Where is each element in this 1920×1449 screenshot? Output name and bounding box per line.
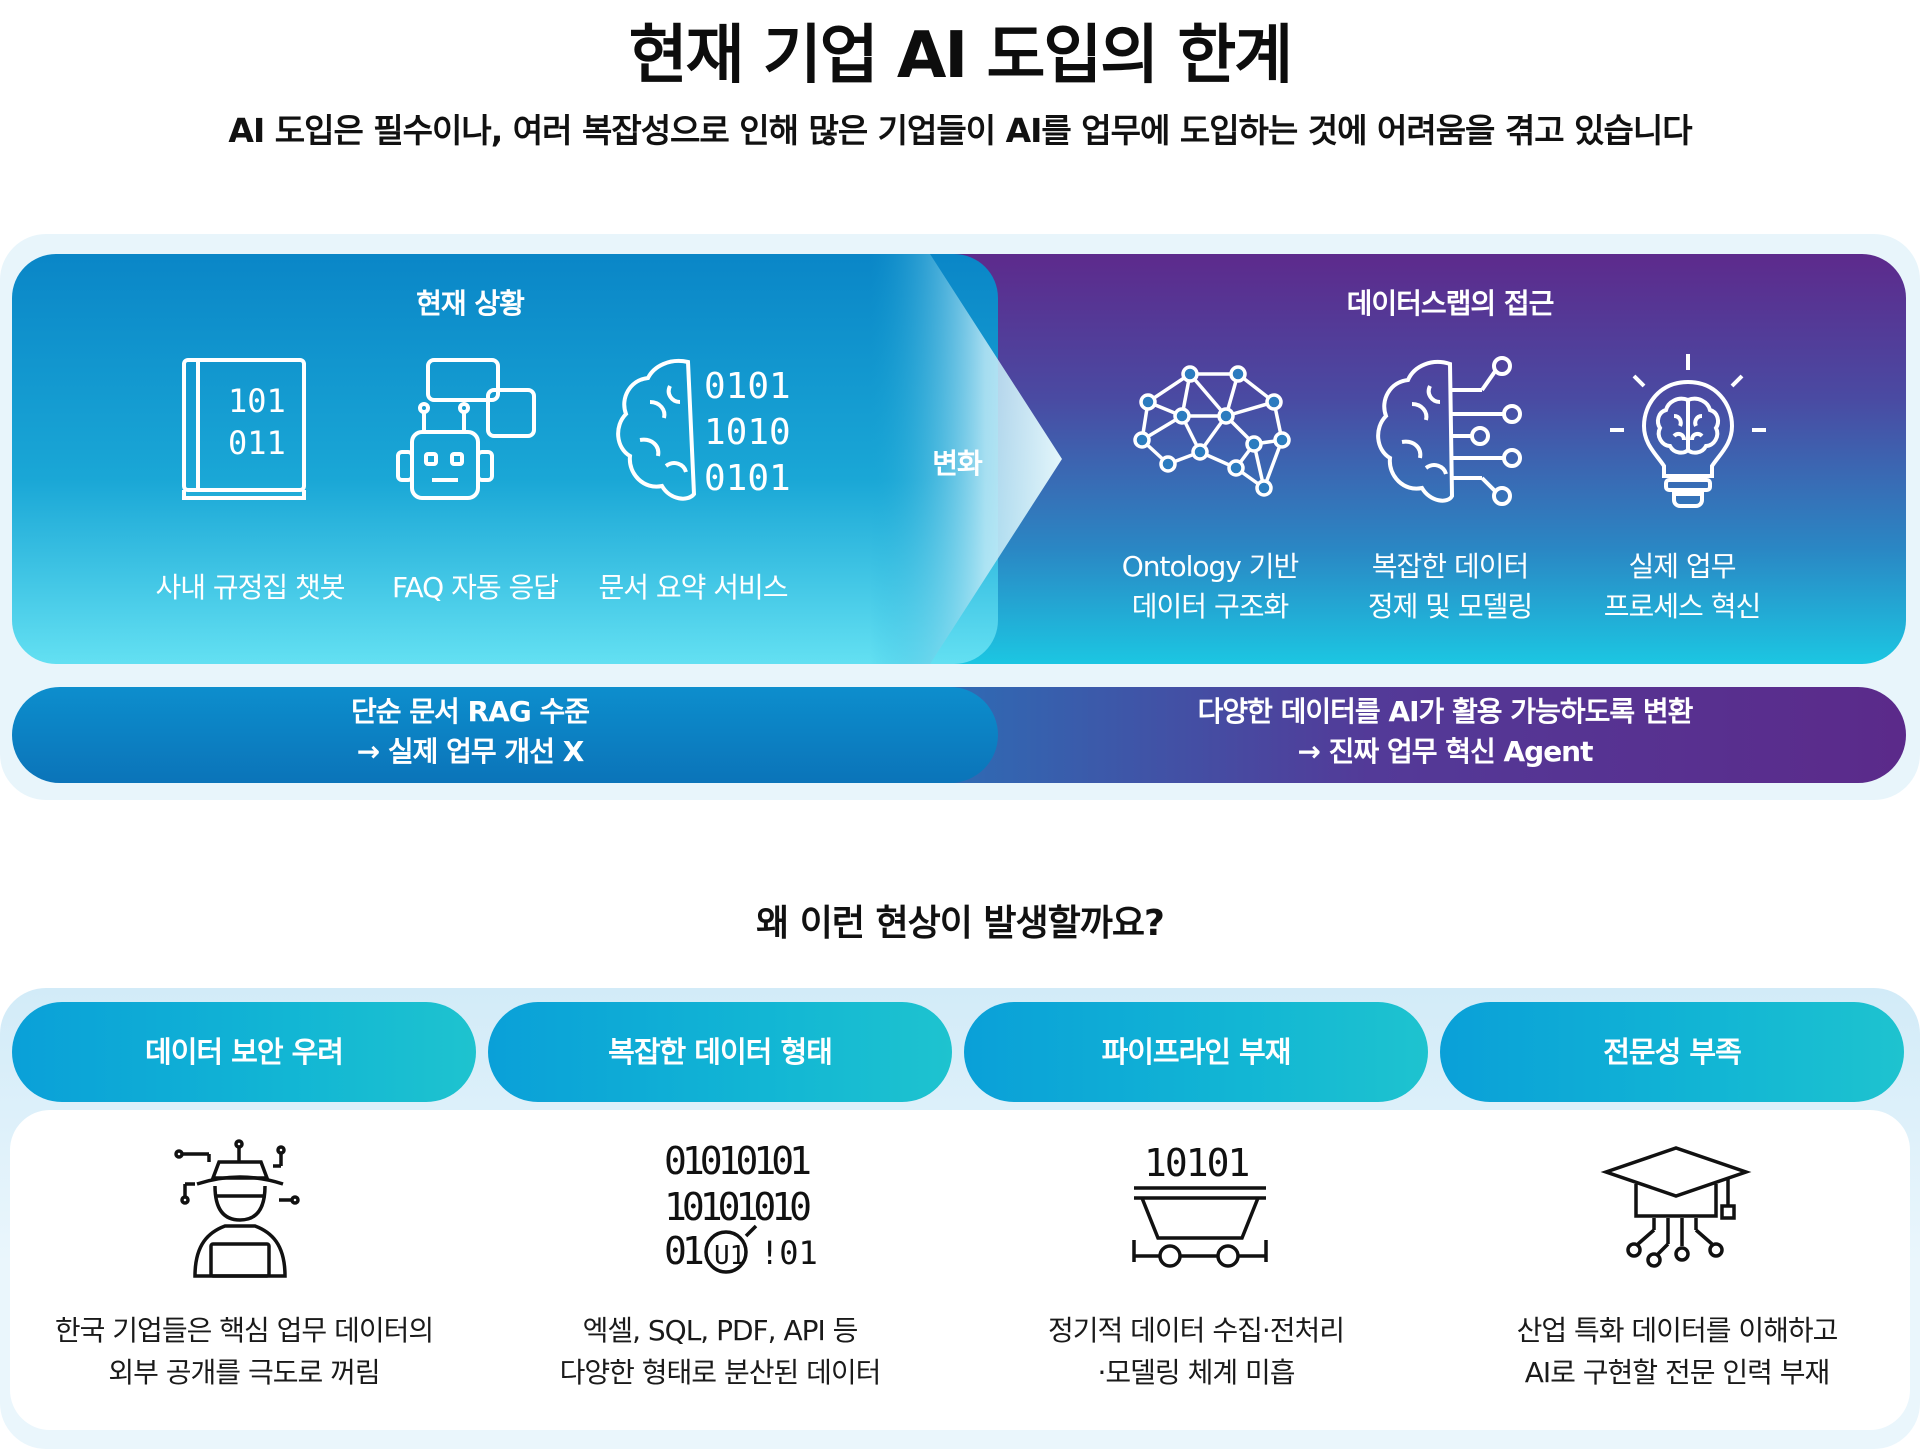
problem-description: 한국 기업들은 핵심 업무 데이터의 외부 공개를 극도로 꺼림 xyxy=(54,1314,434,1389)
lightbulb-brain-icon xyxy=(1610,354,1766,508)
graduation-circuit-icon xyxy=(1600,1146,1752,1268)
current-panel xyxy=(12,254,998,664)
approach-item-label: Ontology 기반 데이터 구조화 xyxy=(1121,550,1300,623)
problem-description: 정기적 데이터 수집·전처리 ·모델링 체계 미흡 xyxy=(1047,1314,1345,1389)
binary-book-icon: 101 011 xyxy=(182,358,306,500)
why-heading: 왜 이런 현상이 발생할까요? xyxy=(756,903,1165,944)
problems-body xyxy=(10,1110,1910,1430)
svg-text:U1: U1 xyxy=(714,1241,745,1271)
svg-text:0101: 0101 xyxy=(704,366,791,407)
svg-text:101: 101 xyxy=(228,382,286,420)
binary-search-icon: 01010101 10101010 01 U1 !01 xyxy=(664,1139,818,1274)
svg-text:011: 011 xyxy=(228,424,286,462)
chatbot-icon xyxy=(396,358,536,500)
svg-text:01: 01 xyxy=(664,1229,703,1273)
current-item-label: FAQ 자동 응답 xyxy=(391,571,559,604)
svg-text:1010: 1010 xyxy=(704,412,791,453)
approach-panel xyxy=(930,254,1906,664)
current-item-label: 문서 요약 서비스 xyxy=(598,571,788,604)
svg-text:0101: 0101 xyxy=(704,458,791,499)
problem-description: 엑셀, SQL, PDF, API 등 다양한 형태로 분산된 데이터 xyxy=(559,1314,882,1389)
approach-item-label: 복잡한 데이터 정제 및 모델링 xyxy=(1367,550,1533,623)
problem-description: 산업 특화 데이터를 이해하고 AI로 구현할 전문 인력 부재 xyxy=(1516,1314,1839,1389)
approach-heading: 데이터스랩의 접근 xyxy=(1346,287,1555,320)
approach-summary-band xyxy=(930,687,1906,783)
hacker-icon xyxy=(174,1139,300,1278)
current-item-label: 사내 규정집 챗봇 xyxy=(155,571,345,604)
network-icon xyxy=(1133,365,1291,497)
brain-circuit-icon xyxy=(1376,356,1522,506)
change-label: 변화 xyxy=(932,447,983,480)
data-cart-icon: 10101 xyxy=(1132,1141,1268,1268)
problem-title: 복잡한 데이터 형태 xyxy=(488,1002,952,1102)
page-title: 현재 기업 AI 도입의 한계 xyxy=(628,19,1293,93)
svg-text:10101010: 10101010 xyxy=(664,1185,810,1229)
current-summary-band xyxy=(12,687,998,783)
brain-binary-icon: 0101 1010 0101 xyxy=(616,359,791,501)
change-arrow xyxy=(870,254,1062,664)
svg-text:!01: !01 xyxy=(760,1234,818,1272)
page-subtitle: AI 도입은 필수이나, 여러 복잡성으로 인해 많은 기업들이 AI를 업무에… xyxy=(228,111,1692,150)
problem-title: 전문성 부족 xyxy=(1440,1002,1904,1102)
approach-item-label: 실제 업무 프로세스 혁신 xyxy=(1603,550,1761,623)
current-summary: 단순 문서 RAG 수준 → 실제 업무 개선 X xyxy=(350,695,590,768)
svg-text:01010101: 01010101 xyxy=(664,1139,810,1183)
problem-title: 데이터 보안 우려 xyxy=(12,1002,476,1102)
approach-summary: 다양한 데이터를 AI가 활용 가능하도록 변환 → 진짜 업무 혁신 Agen… xyxy=(1197,695,1694,768)
problem-title: 파이프라인 부재 xyxy=(964,1002,1428,1102)
current-heading: 현재 상황 xyxy=(416,287,525,320)
svg-text:10101: 10101 xyxy=(1144,1141,1249,1185)
